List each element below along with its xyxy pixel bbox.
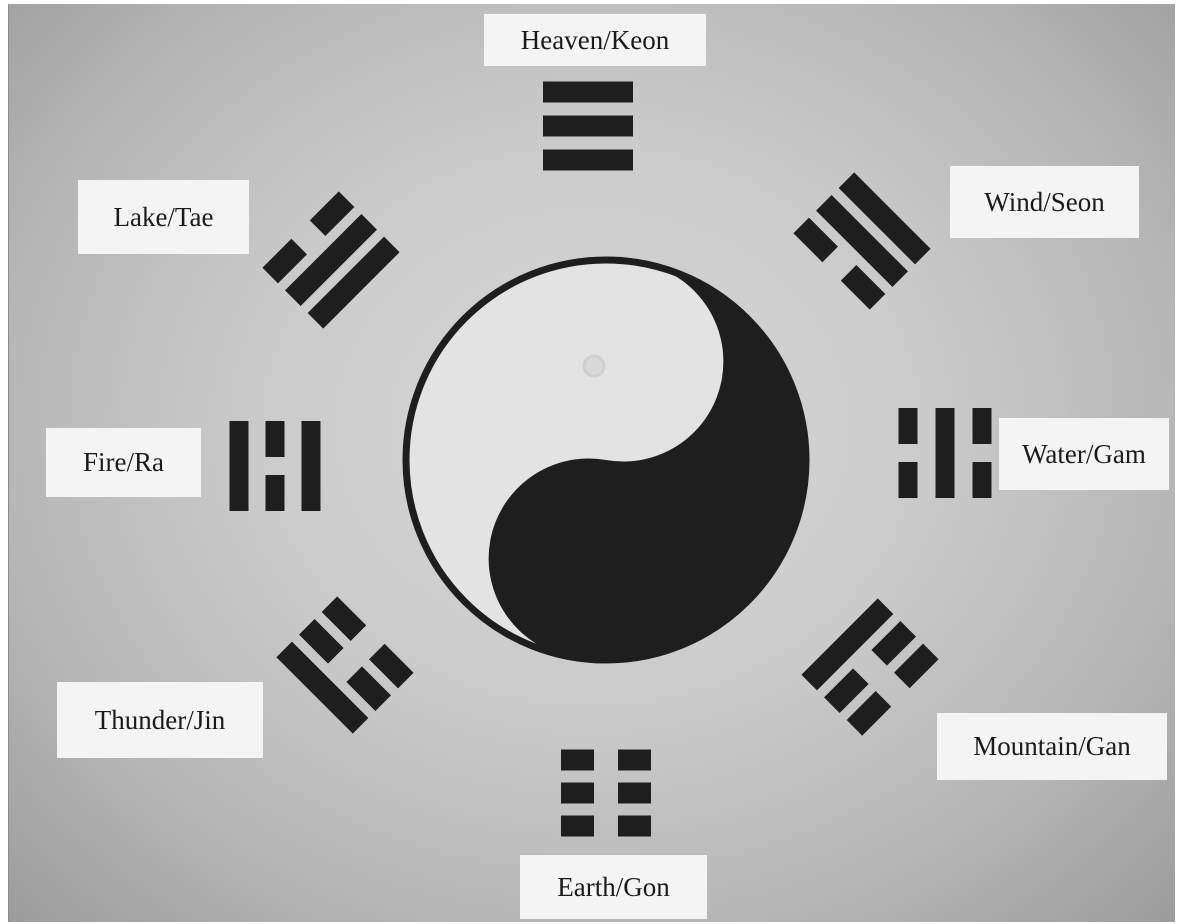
trigram-water — [899, 408, 992, 498]
trigram-wind — [793, 172, 930, 309]
trigram-water-broken-line-segment — [973, 462, 992, 498]
label-mountain: Mountain/Gan — [937, 713, 1167, 780]
trigram-earth-broken-line-segment — [618, 750, 651, 771]
trigram-earth-broken-line-segment — [561, 750, 594, 771]
trigram-earth-broken-line-segment — [618, 816, 651, 837]
trigram-heaven-solid-line — [543, 116, 633, 137]
label-wind: Wind/Seon — [950, 166, 1139, 238]
yin-yang-icon — [406, 246, 838, 692]
trigram-earth-broken-line-segment — [561, 816, 594, 837]
trigram-water-broken-line-segment — [899, 408, 918, 444]
label-heaven: Heaven/Keon — [484, 14, 706, 66]
label-earth: Earth/Gon — [520, 855, 707, 919]
label-fire: Fire/Ra — [46, 428, 201, 497]
label-lake: Lake/Tae — [78, 180, 249, 254]
trigram-earth — [561, 750, 651, 837]
trigram-mountain — [801, 598, 938, 735]
trigram-fire-broken-line-segment — [266, 475, 285, 511]
trigram-fire-solid-line — [230, 421, 249, 511]
trigram-heaven-solid-line — [543, 150, 633, 171]
trigram-lake — [262, 191, 399, 328]
trigram-earth-broken-line-segment — [561, 783, 594, 804]
yin-light-dot — [584, 356, 604, 376]
trigram-heaven — [543, 82, 633, 171]
yang-dark-dot — [584, 547, 614, 577]
trigram-fire — [230, 421, 321, 511]
trigram-fire-broken-line-segment — [266, 421, 285, 457]
trigram-water-broken-line-segment — [973, 408, 992, 444]
trigram-thunder — [276, 596, 413, 733]
trigram-earth-broken-line-segment — [618, 783, 651, 804]
label-thunder: Thunder/Jin — [57, 682, 263, 758]
trigram-water-solid-line — [936, 408, 955, 498]
trigram-heaven-solid-line — [543, 82, 633, 103]
trigram-fire-solid-line — [302, 421, 321, 511]
trigram-water-broken-line-segment — [899, 462, 918, 498]
label-water: Water/Gam — [999, 418, 1169, 490]
